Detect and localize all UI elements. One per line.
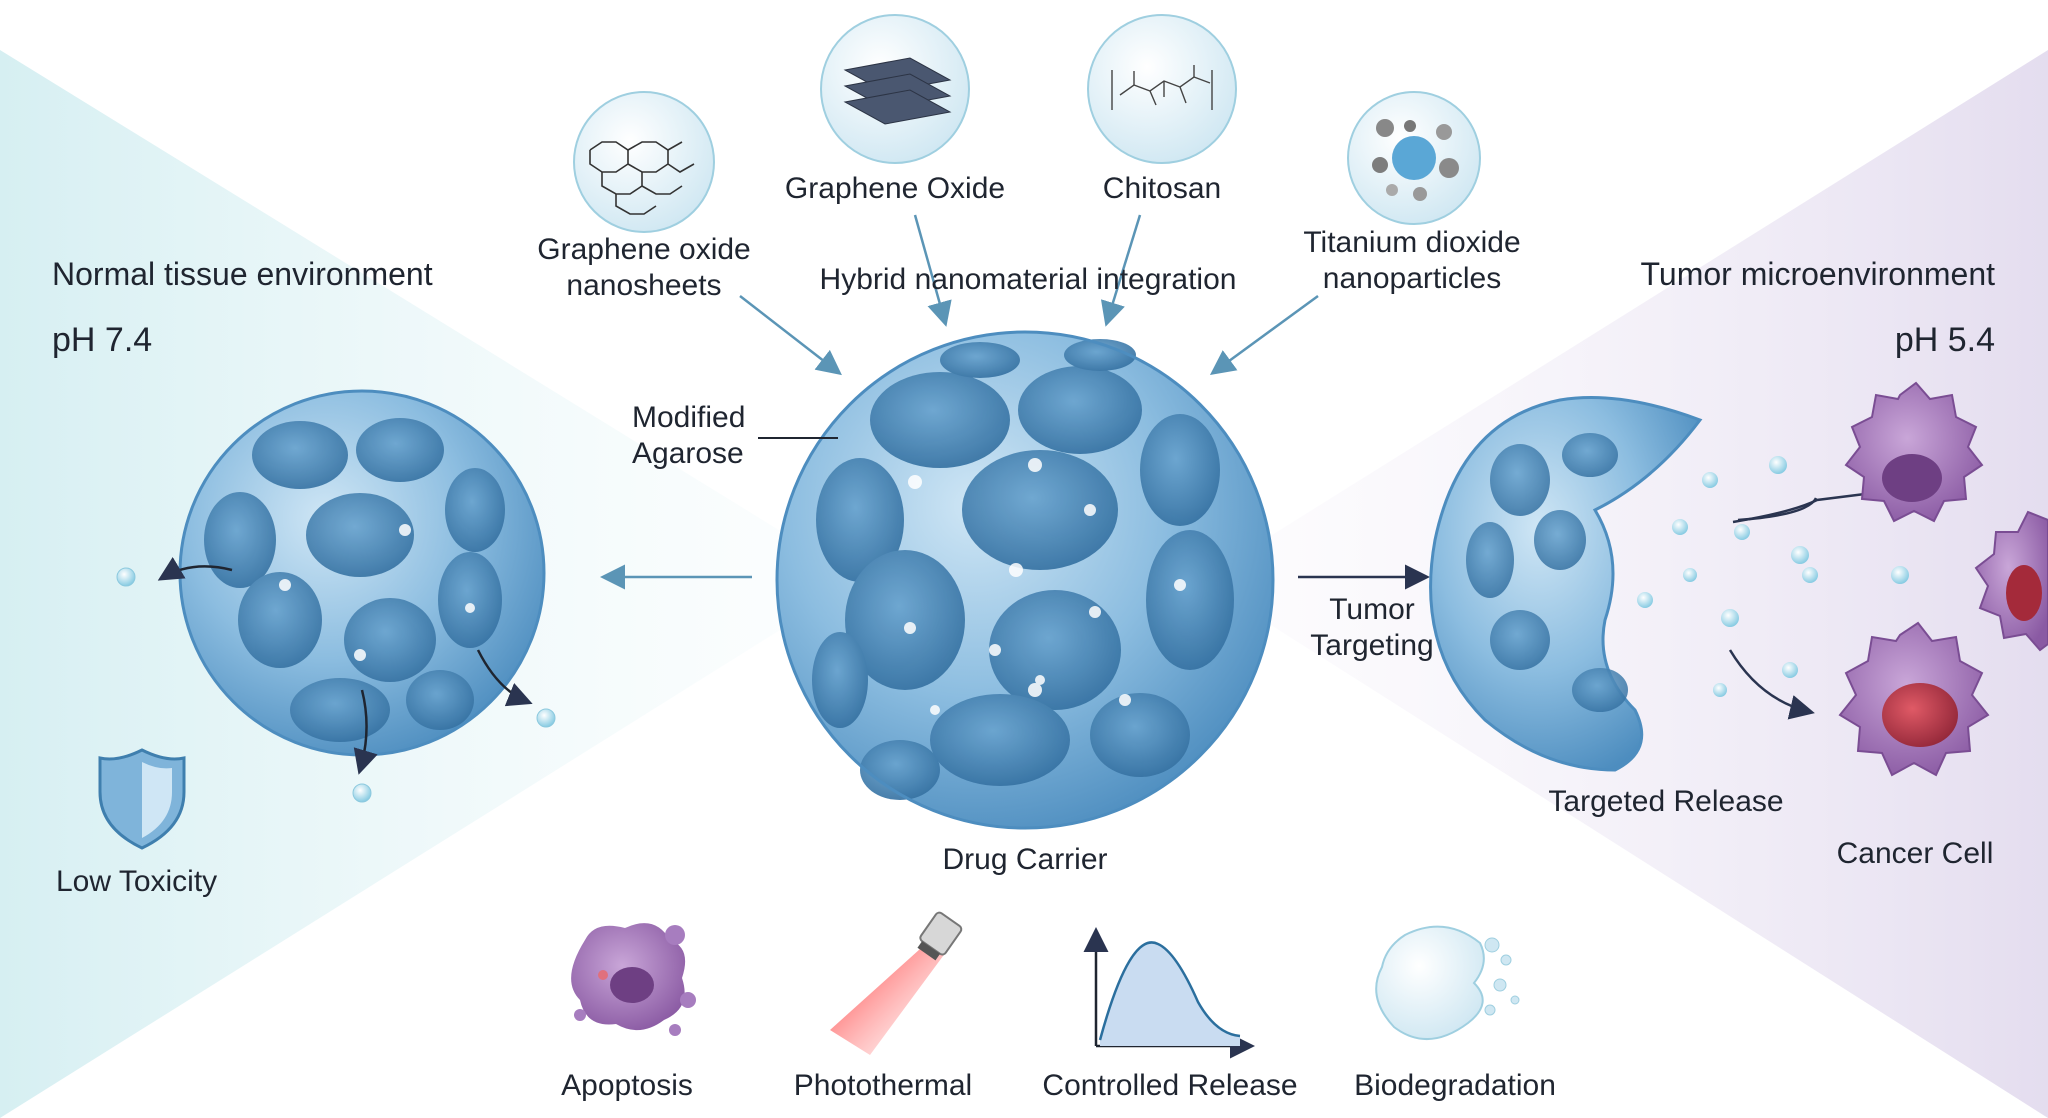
titanium-dioxide-label: Titanium dioxide nanoparticles bbox=[1303, 225, 1520, 297]
tumor-targeting-label: Tumor Targeting bbox=[1310, 592, 1433, 664]
feature-label-biodegradation: Biodegradation bbox=[1354, 1068, 1556, 1104]
titanium-dioxide-line-2: nanoparticles bbox=[1303, 261, 1520, 297]
feature-label-controlled-release: Controlled Release bbox=[1042, 1068, 1297, 1104]
apoptosis-cell-icon bbox=[571, 923, 696, 1036]
tumor-targeting-line-2: Targeting bbox=[1310, 628, 1433, 664]
modified-agarose-label: Modified Agarose bbox=[632, 400, 745, 472]
chitosan-label: Chitosan bbox=[1103, 171, 1221, 207]
dissolving-sphere-icon bbox=[1376, 927, 1519, 1039]
drug-carrier-label: Drug Carrier bbox=[942, 842, 1107, 878]
titanium-dioxide-circle bbox=[1348, 92, 1480, 224]
graphene-oxide-circle bbox=[821, 15, 969, 163]
drug-carrier-sphere bbox=[777, 332, 1273, 828]
tumor-ph-label: pH 5.4 bbox=[1895, 322, 1995, 358]
chitosan-circle bbox=[1088, 15, 1236, 163]
cancer-cell-label: Cancer Cell bbox=[1837, 836, 1994, 872]
graphene-nanosheets-line-2: nanosheets bbox=[537, 268, 751, 304]
graphene-oxide-label: Graphene Oxide bbox=[785, 171, 1005, 207]
arrow-graphene-nanosheets bbox=[740, 296, 838, 372]
graphene-nanosheets-label: Graphene oxide nanosheets bbox=[537, 232, 751, 304]
graphene-nanosheets-circle bbox=[574, 92, 714, 232]
graphene-nanosheets-line-1: Graphene oxide bbox=[537, 232, 751, 268]
feature-label-photothermal: Photothermal bbox=[794, 1068, 972, 1104]
normal-tissue-title: Normal tissue environment bbox=[52, 256, 433, 292]
release-curve-icon bbox=[1096, 932, 1250, 1046]
tumor-background bbox=[1200, 50, 2048, 1118]
feature-label-apoptosis: Apoptosis bbox=[561, 1068, 693, 1104]
normal-ph-label: pH 7.4 bbox=[52, 322, 152, 358]
normal-tissue-carrier-sphere bbox=[180, 391, 544, 755]
modified-agarose-line-1: Modified bbox=[632, 400, 745, 436]
agarose-pointer-line bbox=[758, 430, 838, 442]
tumor-targeting-line-1: Tumor bbox=[1310, 592, 1433, 628]
tumor-title: Tumor microenvironment bbox=[1641, 256, 1995, 292]
titanium-dioxide-line-1: Titanium dioxide bbox=[1303, 225, 1520, 261]
targeted-release-label: Targeted Release bbox=[1548, 784, 1783, 820]
modified-agarose-line-2: Agarose bbox=[632, 436, 745, 472]
arrow-titanium-dioxide bbox=[1214, 296, 1318, 372]
low-toxicity-label: Low Toxicity bbox=[56, 864, 217, 900]
laser-beam-icon bbox=[830, 911, 963, 1055]
hybrid-integration-label: Hybrid nanomaterial integration bbox=[820, 262, 1237, 298]
